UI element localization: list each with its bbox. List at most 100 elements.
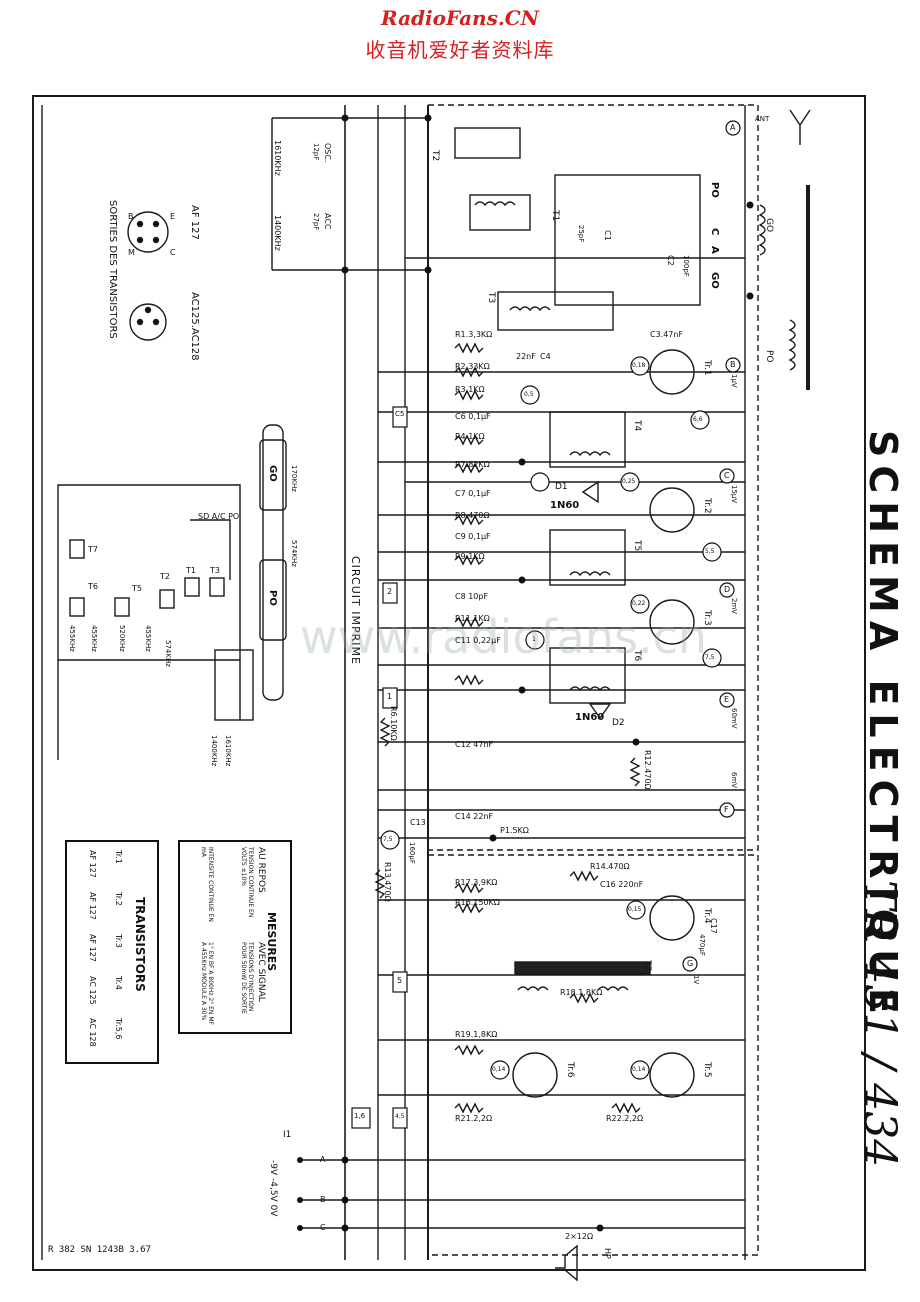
test-point: D xyxy=(724,585,731,594)
voltage-value: 0,15 xyxy=(628,906,642,913)
supply-rails: -9V -4,5V 0V xyxy=(268,1160,278,1217)
pin-label: M xyxy=(128,248,135,257)
coil-label: T1 xyxy=(186,566,196,575)
test-point: F xyxy=(724,805,729,814)
transistor-ref: Tr.6 xyxy=(565,1062,575,1078)
mesures-row-a2: INTENSITE CONTINUE EN mA xyxy=(200,847,214,922)
pinout-type-a: AF 127 xyxy=(189,205,200,240)
node-label: 2 xyxy=(387,587,393,596)
voltage-value: 1 xyxy=(532,636,536,643)
component-label: C11 0,22µF xyxy=(455,636,501,645)
coil-label: T5 xyxy=(132,584,142,593)
transformer-label: T1 xyxy=(550,210,560,222)
coil-label: T7 xyxy=(88,545,98,554)
voltage-value: 0,22 xyxy=(632,600,646,607)
test-point: G xyxy=(687,959,694,968)
band-switch-label: PO xyxy=(709,182,720,198)
component-label: 160µF xyxy=(408,842,416,864)
misc-label: SD A/C PO xyxy=(198,512,240,521)
coil-freq: 455KHz xyxy=(144,625,152,652)
component-label: R12.470Ω xyxy=(643,750,652,790)
rod-freq: 170KHz xyxy=(290,465,298,492)
transistor-ref-cell: Tr.3 xyxy=(114,934,123,948)
coil-freq: 1400KHz xyxy=(210,735,218,767)
test-value: 2mV xyxy=(730,598,738,615)
mesures-table: MESURES AU REPOS AVEC SIGNAL TENSION CON… xyxy=(178,840,292,1034)
component-label: C7 0,1µF xyxy=(455,489,491,498)
pin-label: B xyxy=(128,212,134,221)
voltage-value: 7,5 xyxy=(705,654,715,661)
rod-po-label: PO xyxy=(267,590,278,606)
voltage-value: 5,5 xyxy=(705,548,715,555)
transistor-ref: Tr.1 xyxy=(702,360,712,376)
coil-label: T6 xyxy=(88,582,98,591)
component-label: P1.5KΩ xyxy=(500,826,529,835)
component-label: C8 10pF xyxy=(455,592,489,601)
coil-freq: 574KHz xyxy=(164,640,172,667)
component-label: R16.150KΩ xyxy=(455,898,500,907)
transformer-label: T6 xyxy=(632,650,642,662)
diode-label: D1 xyxy=(555,482,568,492)
voltage-value: 0,18 xyxy=(632,362,646,369)
site-title-en: RadioFans.CN xyxy=(381,6,539,30)
component-label: C6 0,1µF xyxy=(455,412,491,421)
pin-label: C xyxy=(170,248,176,257)
component-label: C3.47nF xyxy=(650,330,684,339)
transistor-ref: Tr.2 xyxy=(702,498,712,514)
component-label: R1.3,3KΩ xyxy=(455,330,493,339)
test-point: C xyxy=(724,471,730,480)
node-label: 5 xyxy=(397,976,403,985)
transistor-type-cell: AF 127 xyxy=(88,850,97,878)
component-label: R11.1KΩ xyxy=(455,614,490,623)
band-switch-label: GO xyxy=(709,272,720,289)
speaker-label: HP xyxy=(603,1248,612,1259)
test-point: A xyxy=(730,123,736,132)
component-label: C4 xyxy=(540,352,551,361)
test-value: 1V xyxy=(692,975,700,985)
osc-label: OSC. xyxy=(323,143,332,163)
component-label: C2 xyxy=(666,255,675,266)
test-point: B xyxy=(730,360,736,369)
transformer-label: T2 xyxy=(430,150,440,162)
component-label: R2.33KΩ xyxy=(455,362,490,371)
voltage-value: 0,14 xyxy=(492,1066,506,1073)
component-label: C13 xyxy=(410,818,426,827)
diode-label: D2 xyxy=(612,718,625,728)
mesures-col-a: AU REPOS xyxy=(256,847,266,893)
transistor-ref: Tr.5 xyxy=(702,1062,712,1078)
component-label: R7.82KΩ xyxy=(455,460,490,469)
component-label: R4 1KΩ xyxy=(455,432,485,441)
coil-label: T3 xyxy=(210,566,220,575)
component-label: C12 47nF xyxy=(455,740,494,749)
component-label: R22.2,2Ω xyxy=(606,1114,644,1123)
component-label: R6.10KΩ xyxy=(389,706,398,741)
test-value: 60mV xyxy=(730,708,738,729)
component-label: 25pF xyxy=(577,225,585,243)
component-label: 22nF xyxy=(516,352,536,361)
site-header: RadioFans.CN 收音机爱好者资料库 xyxy=(0,0,920,64)
drawing-reference: R 382 SN 1243B 3.67 xyxy=(48,1245,151,1255)
acc-value: 27pF xyxy=(312,213,320,231)
transistor-ref-cell: Tr.2 xyxy=(114,892,123,906)
transistors-table: TRANSISTORS Tr.1 Tr.2 Tr.3 Tr.4 Tr.5,6 A… xyxy=(65,840,159,1064)
transistor-ref-cell: Tr.5,6 xyxy=(114,1018,123,1040)
coil-band-label: GO xyxy=(764,218,774,233)
component-label: 100pF xyxy=(682,255,690,277)
test-value: 6mV xyxy=(730,772,738,789)
rod-go-label: GO xyxy=(267,465,278,482)
freq-label: 1610KHz xyxy=(273,140,282,176)
transistor-ref-cell: Tr.1 xyxy=(114,850,123,864)
component-label: R13.470Ω xyxy=(383,862,392,902)
component-label: C9 0,1µF xyxy=(455,532,491,541)
transformer-label: T7 xyxy=(642,960,652,972)
voltage-value: 4,5 xyxy=(395,1113,405,1120)
mesures-row-a1: TENSION CONTINUE EN VOLTS ±10% xyxy=(240,847,254,918)
coil-band-label: PO xyxy=(764,350,774,363)
transformer-label: T3 xyxy=(486,292,496,304)
node-label: 1 xyxy=(387,692,393,701)
switch-pin: A xyxy=(320,1155,326,1164)
mesures-col-b: AVEC SIGNAL xyxy=(256,942,266,1002)
diode-type: 1N60 xyxy=(550,500,580,511)
component-label: C16 220nF xyxy=(600,880,644,889)
speaker-value: 2×12Ω xyxy=(565,1232,594,1241)
